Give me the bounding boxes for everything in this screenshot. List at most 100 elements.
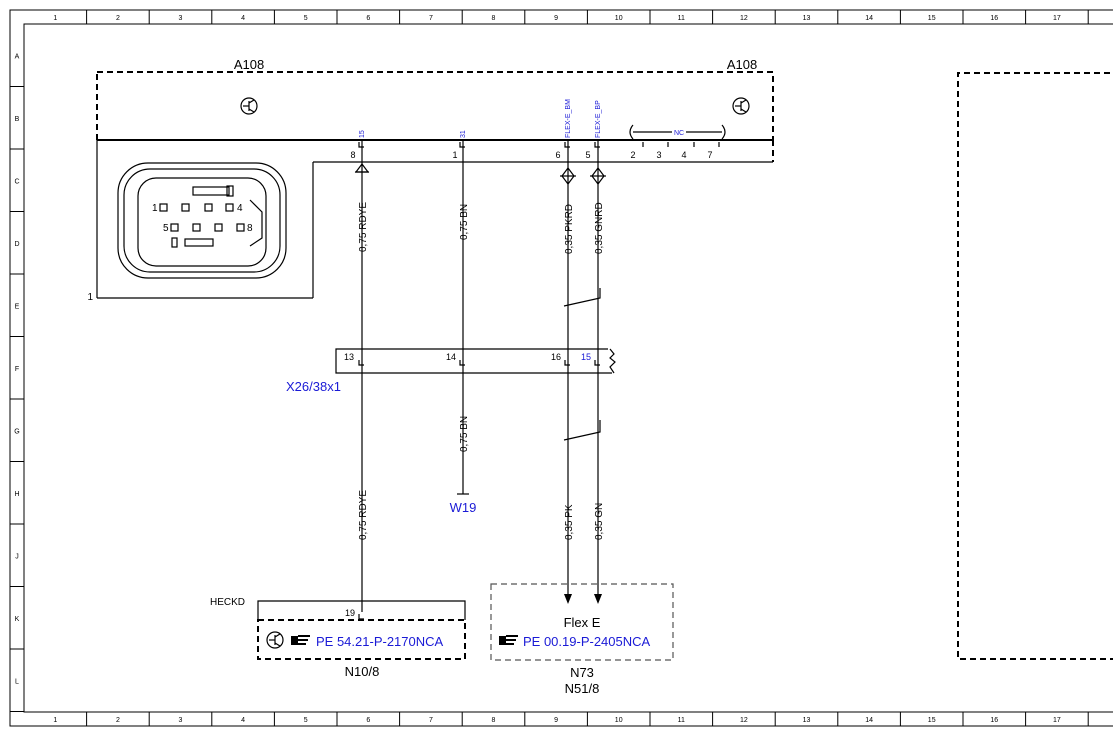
grid-row-label: J (15, 553, 19, 560)
grid-column-label: 6 (366, 15, 370, 22)
wire-label: 0,75 BN (459, 416, 470, 452)
grid-column-label: 9 (554, 717, 558, 724)
grid-column-label: 16 (990, 15, 998, 22)
n10-label: N10/8 (345, 664, 380, 679)
connector-pin-label: 1 (152, 203, 158, 214)
ground-icon (266, 631, 284, 649)
pin-number: 5 (585, 150, 590, 160)
grid-column-label: 12 (740, 717, 748, 724)
grid-column-label: 14 (865, 15, 873, 22)
grid-column-label: 13 (803, 15, 811, 22)
grid-column-label: 1 (53, 15, 57, 22)
wire-label: 0,75 RDYE (358, 202, 369, 252)
grid-row-label: L (15, 678, 19, 685)
grid-column-label: 12 (740, 15, 748, 22)
grid-column-label: 16 (990, 717, 998, 724)
connector-pin-label: 4 (237, 203, 243, 214)
grid-row-label: E (15, 303, 20, 310)
pin-signal-label: 31 (460, 130, 467, 138)
grid-column-label: 17 (1053, 717, 1061, 724)
x26-label: X26/38x1 (286, 379, 341, 394)
grid-row-label: A (15, 53, 20, 60)
wire-label: 0,35 GNRD (594, 202, 605, 254)
ground-icon (732, 97, 750, 115)
grid-column-label: 5 (304, 717, 308, 724)
grid-column-label: 6 (366, 717, 370, 724)
flex-title: Flex E (564, 615, 601, 630)
grid-column-label: 10 (615, 15, 623, 22)
grid-column-label: 15 (928, 717, 936, 724)
n73-label: N73 (570, 665, 594, 680)
wire-label: 0,75 RDYE (358, 490, 369, 540)
wire-label: 0,35 GN (594, 503, 605, 540)
pin-number: 7 (707, 150, 712, 160)
pin-number: 4 (681, 150, 686, 160)
a108-module: A108 A108 1 (87, 57, 774, 303)
n10-module: HECKD 19 PE 54.21-P-2170NCA N10/8 (210, 597, 466, 679)
wire-label: 0,35 PK (564, 504, 575, 540)
x26-pin: 13 (344, 352, 354, 362)
grid-column-label: 8 (492, 717, 496, 724)
pin-number: 8 (350, 150, 355, 160)
grid-row-label: H (14, 491, 19, 498)
nc-label: NC (674, 130, 684, 137)
connector-ref: 1 (87, 292, 93, 303)
grid-column-label: 8 (492, 15, 496, 22)
frame (9, 9, 1113, 727)
right-module (957, 72, 1113, 660)
grid-column-label: 1 (53, 717, 57, 724)
flex-ref-link[interactable]: PE 00.19-P-2405NCA (523, 634, 651, 649)
grid-column-label: 17 (1053, 15, 1061, 22)
pin-number: 2 (630, 150, 635, 160)
grid-row-label: G (14, 428, 19, 435)
wire-label: 0,75 BN (459, 204, 470, 240)
grid-column-label: 3 (179, 15, 183, 22)
pin-signal-label: FLEX-E_BM (565, 99, 572, 138)
w19-label: W19 (450, 500, 477, 515)
connector-pin-label: 5 (163, 223, 169, 234)
n73-module: Flex E PE 00.19-P-2405NCA N73 N51/8 (490, 583, 674, 696)
wire-labels: 0,75 RDYE 0,75 BN 0,35 PKRD 0,35 GNRD 0,… (358, 202, 605, 540)
grid-row-label: F (15, 366, 19, 373)
pin-number: 1 (452, 150, 457, 160)
x26-pin: 15 (581, 352, 591, 362)
grid-column-label: 4 (241, 15, 245, 22)
connector-face-icon: 1 4 5 8 (117, 162, 287, 279)
grid-row-label: B (15, 116, 20, 123)
pin-signal-label: FLEX-E_BP (595, 100, 602, 138)
grid-column-label: 3 (179, 717, 183, 724)
pin-signal-label: 15 (359, 130, 366, 138)
grid-column-label: 2 (116, 15, 120, 22)
grid-column-label: 15 (928, 15, 936, 22)
grid-row-label: C (14, 178, 19, 185)
grid-column-label: 2 (116, 717, 120, 724)
grid-column-label: 9 (554, 15, 558, 22)
x26-pin: 16 (551, 352, 561, 362)
grid-labels: 1122334455667788991010111112121313141415… (10, 10, 1089, 726)
n10-pin: 19 (345, 608, 355, 618)
wire-label: 0,35 PKRD (564, 204, 575, 254)
grid-column-label: 11 (678, 717, 685, 724)
wires (354, 140, 606, 612)
heckd-label: HECKD (210, 597, 245, 608)
x26-connector: 13 14 16 15 X26/38x1 (286, 348, 616, 394)
a108-label-left: A108 (234, 57, 264, 72)
n51-label: N51/8 (565, 681, 600, 696)
connector-pin-label: 8 (247, 223, 253, 234)
grid-column-label: 13 (803, 717, 811, 724)
pin-number: 3 (656, 150, 661, 160)
ground-icon (240, 97, 258, 115)
a108-label-right: A108 (727, 57, 757, 72)
grid-column-label: 11 (678, 15, 685, 22)
grid-column-label: 14 (865, 717, 873, 724)
n10-ref-link[interactable]: PE 54.21-P-2170NCA (316, 634, 444, 649)
grid-column-label: 10 (615, 717, 623, 724)
x26-pin: 14 (446, 352, 456, 362)
grid-row-label: K (15, 616, 20, 623)
grid-column-label: 5 (304, 15, 308, 22)
grid-column-label: 7 (429, 717, 433, 724)
pin-number: 6 (555, 150, 560, 160)
grid-column-label: 4 (241, 717, 245, 724)
